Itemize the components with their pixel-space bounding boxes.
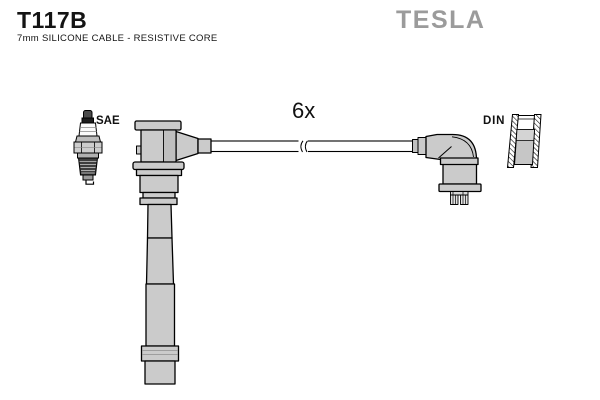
din-label: DIN [483,115,506,127]
spark-plug-icon [73,110,103,185]
part-number: T117B [17,7,88,33]
sae-label: SAE [96,115,120,127]
tesla-logo: TESLA [396,6,486,34]
din-terminal-cross-section-icon [506,114,542,168]
quantity-label: 6x [292,98,316,123]
elbow-boot-icon [412,133,482,205]
cable-icon [208,139,416,154]
coil-boot-icon [132,120,212,385]
part-description: 7mm SILICONE CABLE - RESISTIVE CORE [17,33,218,44]
